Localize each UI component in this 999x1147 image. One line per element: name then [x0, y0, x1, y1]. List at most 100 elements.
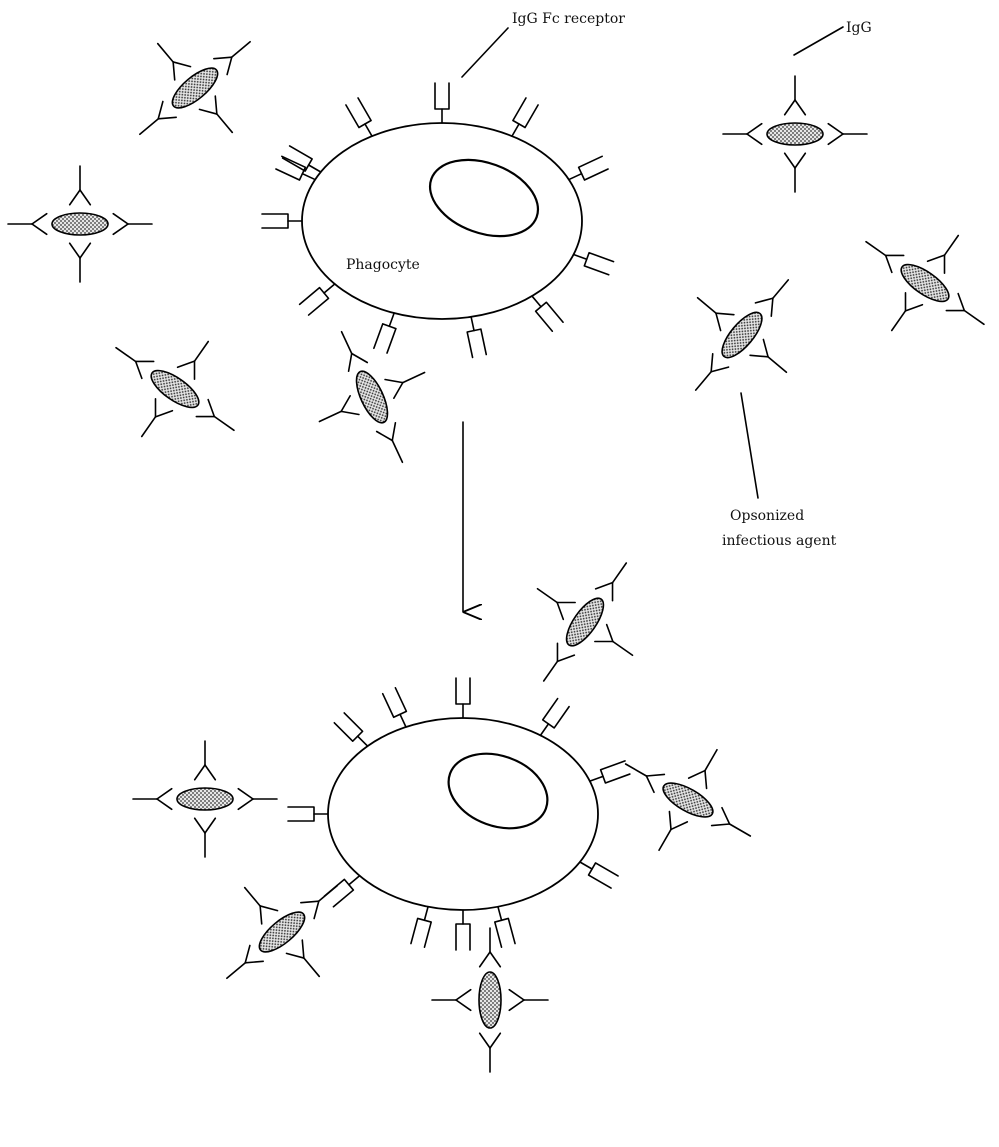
- opsonized-agent: [8, 166, 152, 282]
- fc-receptor: [574, 253, 614, 275]
- fc-receptor: [334, 713, 367, 746]
- igg-antibody: [928, 235, 959, 273]
- opsonized-agent: [537, 563, 632, 681]
- igg-antibody: [116, 348, 154, 379]
- fc-receptor-pointer: [462, 28, 508, 77]
- fc-receptor: [374, 313, 396, 353]
- opsonized-agent: [696, 280, 789, 390]
- igg-pointer: [794, 27, 843, 55]
- phagocyte-top: [262, 83, 614, 357]
- opsonized-agent: [140, 42, 250, 135]
- microbe: [177, 788, 233, 810]
- microbe: [479, 972, 501, 1028]
- fc-receptor: [262, 214, 302, 228]
- igg-antibody: [140, 101, 176, 134]
- igg-antibody: [698, 298, 734, 331]
- fc-receptor: [512, 98, 538, 136]
- fc-receptor: [383, 688, 407, 727]
- fc-receptor: [580, 862, 618, 888]
- microbe: [253, 906, 310, 959]
- igg-antibody: [866, 242, 904, 273]
- fc-receptor: [435, 83, 449, 123]
- igg-antibody: [595, 625, 633, 656]
- microbe: [716, 306, 769, 363]
- igg-antibody: [723, 124, 762, 145]
- igg-antibody: [755, 280, 788, 316]
- igg-antibody: [432, 990, 471, 1011]
- igg-antibody: [659, 812, 687, 851]
- igg-antibody: [696, 354, 729, 390]
- opsonized-agent: [432, 928, 548, 1072]
- igg-antibody: [142, 399, 173, 437]
- igg-label: IgG: [846, 20, 872, 36]
- igg-antibody: [946, 294, 984, 325]
- fc-receptor: [590, 761, 630, 783]
- phagocyte-bottom: [288, 678, 630, 950]
- microbe: [52, 213, 108, 235]
- fc-receptor: [532, 296, 563, 331]
- microbe: [658, 776, 717, 823]
- fc-receptor: [569, 156, 608, 180]
- microbe: [560, 593, 610, 651]
- fc-receptor: [288, 807, 328, 821]
- opsonized-label-line2: infectious agent: [722, 533, 837, 549]
- igg-antibody: [214, 42, 250, 75]
- igg-antibody: [199, 96, 232, 132]
- bound-opsonized-agents: [133, 332, 750, 1072]
- opsonized-agent: [723, 76, 867, 192]
- igg-antibody: [245, 888, 278, 924]
- fc-receptor: [411, 907, 431, 947]
- igg-antibody: [480, 1033, 501, 1072]
- igg-antibody: [319, 396, 358, 422]
- igg-antibody: [8, 214, 47, 235]
- fc-receptor: [456, 678, 470, 718]
- igg-antibody: [133, 789, 172, 810]
- igg-antibody: [537, 589, 575, 620]
- igg-antibody: [342, 332, 368, 371]
- opsonized-pointer: [741, 393, 758, 498]
- igg-antibody: [385, 372, 424, 398]
- fc-receptor: [495, 907, 515, 947]
- fc-receptor-label: IgG Fc receptor: [512, 11, 625, 27]
- igg-antibody: [158, 44, 191, 80]
- igg-antibody: [892, 293, 923, 331]
- igg-antibody: [689, 750, 717, 789]
- opsonized-agent: [227, 886, 337, 979]
- opsonized-agent: [866, 235, 984, 330]
- microbe: [146, 364, 204, 414]
- igg-antibody: [785, 76, 806, 115]
- opsonized-label-line1: Opsonized: [730, 508, 804, 524]
- igg-antibody: [286, 940, 319, 976]
- igg-antibody: [750, 339, 786, 372]
- igg-antibody: [227, 945, 263, 978]
- igg-antibody: [596, 563, 627, 601]
- igg-antibody: [828, 124, 867, 145]
- opsonized-agent: [319, 332, 424, 463]
- igg-antibody: [626, 764, 665, 792]
- fc-receptor: [346, 98, 372, 136]
- opsonized-agent: [116, 341, 234, 436]
- igg-antibody: [544, 643, 575, 681]
- opsonized-agent: [133, 741, 277, 857]
- igg-antibody: [377, 423, 403, 462]
- igg-antibody: [301, 886, 337, 919]
- igg-antibody: [113, 214, 152, 235]
- fc-receptor: [276, 156, 315, 180]
- igg-antibody: [195, 741, 216, 780]
- igg-antibody: [195, 818, 216, 857]
- microbe: [350, 367, 394, 427]
- fc-receptor: [467, 317, 486, 358]
- microbe: [896, 258, 954, 308]
- fc-receptor: [540, 699, 569, 736]
- igg-antibody: [785, 153, 806, 192]
- igg-antibody: [196, 400, 234, 431]
- fc-receptor: [300, 284, 335, 315]
- igg-antibody: [238, 789, 277, 810]
- igg-antibody: [70, 243, 91, 282]
- opsonized-agent: [626, 750, 751, 850]
- igg-antibody: [70, 166, 91, 205]
- microbe: [166, 62, 223, 115]
- phagocyte-label: Phagocyte: [346, 257, 420, 273]
- igg-antibody: [178, 341, 209, 379]
